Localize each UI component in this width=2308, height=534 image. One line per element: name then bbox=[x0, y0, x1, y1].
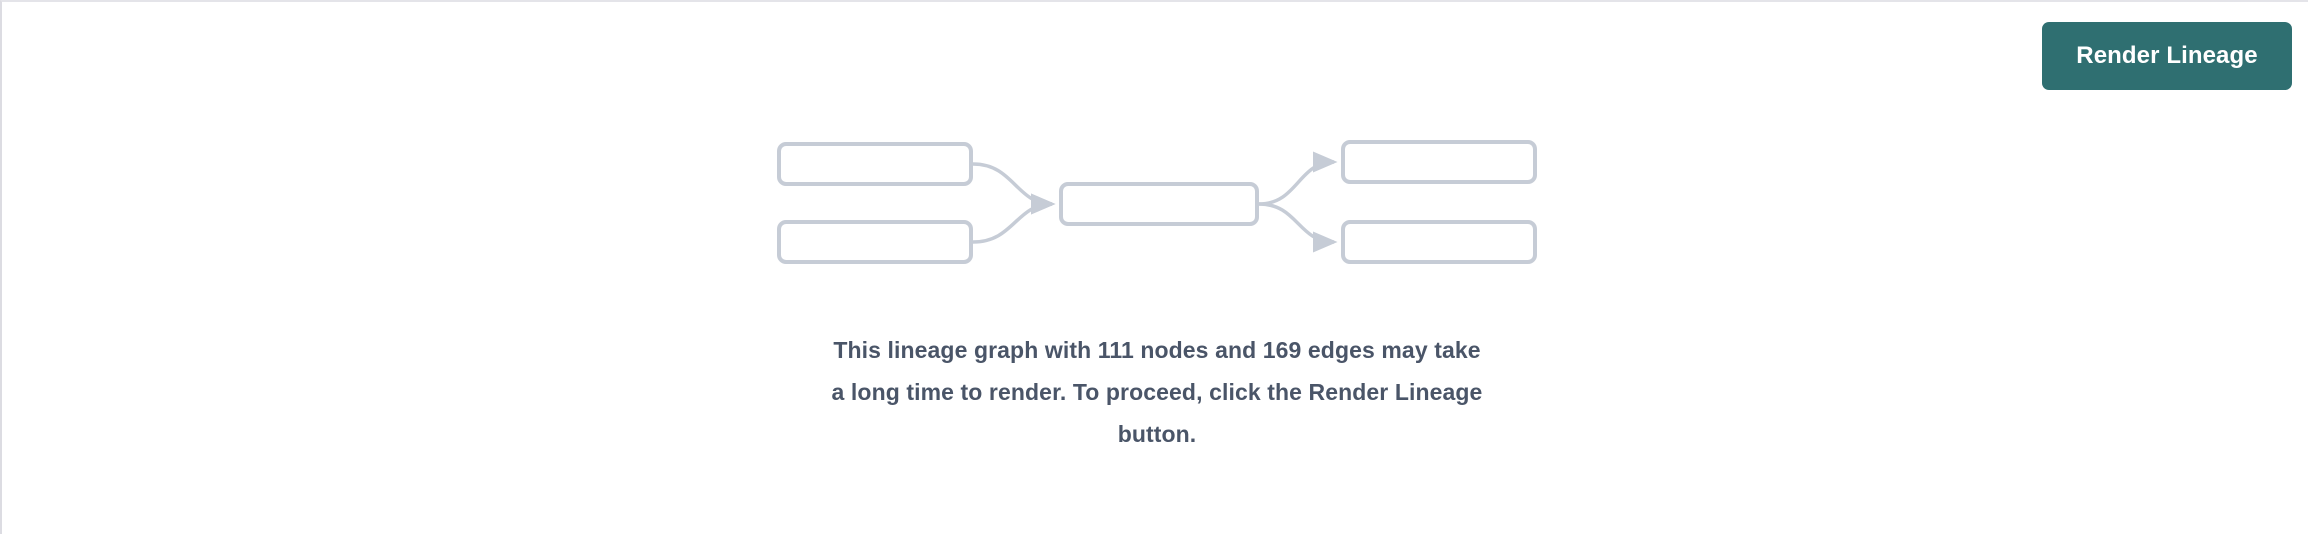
graph-node-target-2 bbox=[1341, 220, 1537, 264]
graph-node-target-1 bbox=[1341, 140, 1537, 184]
lineage-warning-message: This lineage graph with 111 nodes and 16… bbox=[757, 329, 1557, 455]
graph-node-source-2 bbox=[777, 220, 973, 264]
lineage-warning-line-2: a long time to render. To proceed, click… bbox=[831, 379, 1483, 405]
graph-edge-center-target2 bbox=[1258, 202, 1338, 253]
graph-edge-source1-center bbox=[972, 162, 1056, 215]
lineage-warning-line-3: button. bbox=[1117, 421, 1197, 447]
render-lineage-button[interactable]: Render Lineage bbox=[2042, 22, 2292, 90]
graph-edge-center-target1 bbox=[1258, 151, 1338, 206]
graph-edge-source2-center bbox=[972, 193, 1056, 244]
lineage-warning-line-1: This lineage graph with 111 nodes and 16… bbox=[833, 337, 1481, 363]
graph-node-center bbox=[1059, 182, 1259, 226]
graph-node-source-1 bbox=[777, 142, 973, 186]
